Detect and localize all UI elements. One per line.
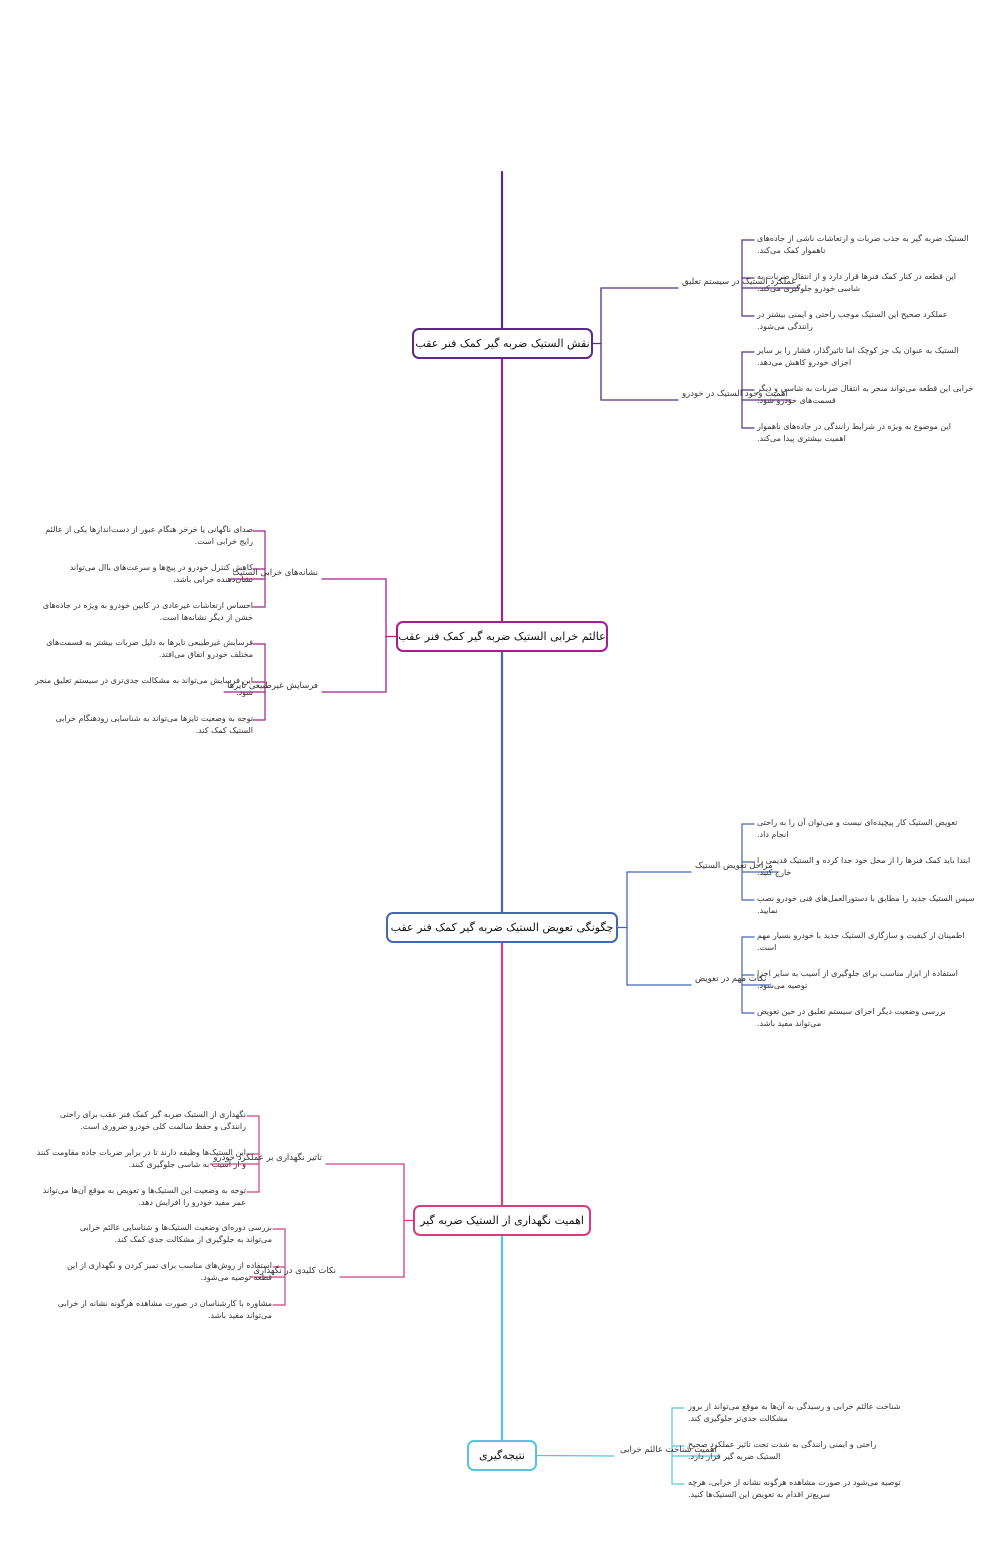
leaf-note: احساس ارتعاشات غیرعادی در کابین خودرو به… xyxy=(43,600,253,624)
leaf-line: سپس الستیک جدید را مطابق با دستورالعمل‌ه… xyxy=(757,894,975,903)
main-topic-node[interactable]: عالئم خرابی الستیک ضربه گیر کمک فنر عقب xyxy=(396,621,608,652)
leaf-line: شود. xyxy=(236,688,253,697)
leaf-note: فرسایش غیرطبیعی تایرها به دلیل ضربات بیش… xyxy=(46,637,253,661)
leaf-line: الستیک ضربه گیر به جذب ضربات و ارتعاشات … xyxy=(757,234,969,243)
leaf-note: ابتدا باید کمک فنرها را از محل خود جدا ک… xyxy=(757,855,970,879)
leaf-line: صدای ناگهانی یا خرخر هنگام عبور از دست‌ا… xyxy=(45,525,253,534)
leaf-line: بررسی دوره‌ای وضعیت الستیک‌ها و شناسایی … xyxy=(79,1223,272,1232)
leaf-note: صدای ناگهانی یا خرخر هنگام عبور از دست‌ا… xyxy=(45,524,253,548)
leaf-line: توصیه می‌شود. xyxy=(757,981,808,990)
leaf-note: بررسی وضعیت دیگر اجزای سیستم تعلیق در حی… xyxy=(757,1006,946,1030)
leaf-line: الستیک کمک کند. xyxy=(195,726,253,735)
leaf-line: احساس ارتعاشات غیرعادی در کابین خودرو به… xyxy=(42,601,253,610)
leaf-line: این موضوع به ویژه در شرایط رانندگی در جا… xyxy=(757,422,951,431)
leaf-line: الستیک به عنوان یک جز کوچک اما تاثیرگذار… xyxy=(757,346,959,355)
leaf-line: شاسی خودرو جلوگیری می‌کند. xyxy=(757,284,861,293)
main-topic-node[interactable]: نقش الستیک ضربه گیر کمک فنر عقب xyxy=(412,328,593,359)
leaf-note: این قطعه در کنار کمک فنرها قرار دارد و ا… xyxy=(757,271,956,295)
leaf-line: نمایید. xyxy=(757,906,778,915)
subtopic-label[interactable]: نشانه‌های خرابی الستیک xyxy=(232,568,318,578)
leaf-line: اهمیت بیشتری پیدا می‌کند. xyxy=(757,434,846,443)
leaf-note: توجه به وضعیت این الستیک‌ها و تعویض به م… xyxy=(43,1185,246,1209)
leaf-note: الستیک ضربه گیر به جذب ضربات و ارتعاشات … xyxy=(757,233,969,257)
leaf-line: رانندگی می‌شود. xyxy=(757,322,813,331)
leaf-line: عملکرد صحیح این الستیک موجب راحتی و ایمن… xyxy=(757,310,948,319)
subtopic-label[interactable]: نکات کلیدی در نگهداری xyxy=(253,1266,336,1276)
leaf-line: است. xyxy=(757,943,777,952)
leaf-line: اجزای خودرو کاهش می‌دهد. xyxy=(757,358,852,367)
leaf-line: نشان‌دهنده خرابی باشد. xyxy=(173,575,253,584)
leaf-note: توصیه می‌شود در صورت مشاهده هرگونه نشانه… xyxy=(688,1477,901,1501)
main-topic-node[interactable]: نتیجه‌گیری xyxy=(467,1440,537,1471)
main-topic-node[interactable]: اهمیت نگهداری از الستیک ضربه گیر xyxy=(413,1205,591,1236)
leaf-note: تعویض الستیک کار پیچیده‌ای نیست و می‌توا… xyxy=(757,817,957,841)
leaf-line: توجه به وضعیت این الستیک‌ها و تعویض به م… xyxy=(42,1186,246,1195)
leaf-line: قطعه توصیه می‌شود. xyxy=(200,1273,272,1282)
subtopic-label[interactable]: تاثیر نگهداری بر عملکرد خودرو xyxy=(213,1153,322,1163)
leaf-line: و از آسیب به شاسی جلوگیری کنند. xyxy=(128,1160,246,1169)
leaf-note: این موضوع به ویژه در شرایط رانندگی در جا… xyxy=(757,421,951,445)
leaf-note: اطمینان از کیفیت و سازگاری الستیک جدید ب… xyxy=(757,930,964,954)
leaf-line: این الستیک‌ها وظیفه دارند تا در برابر ضر… xyxy=(36,1148,246,1157)
subtopic-label[interactable]: عملکرد الستیک در سیستم تعلیق xyxy=(682,277,797,287)
leaf-note: سپس الستیک جدید را مطابق با دستورالعمل‌ه… xyxy=(757,893,975,917)
subtopic-label[interactable]: اهمیت وجود الستیک در خودرو xyxy=(682,389,788,399)
leaf-note: عملکرد صحیح این الستیک موجب راحتی و ایمن… xyxy=(757,309,948,333)
leaf-line: ناهموار کمک می‌کند. xyxy=(757,246,826,255)
subtopic-label[interactable]: نکات مهم در تعویض xyxy=(695,974,767,984)
leaf-note: استفاده از ابزار مناسب برای جلوگیری از آ… xyxy=(757,968,958,992)
leaf-note: این فرسایش می‌تواند به مشکالت جدی‌تری در… xyxy=(35,675,253,699)
leaf-line: مختلف خودرو اتفاق می‌افتد. xyxy=(158,650,253,659)
leaf-line: می‌تواند به جلوگیری از مشکالت جدی کمک کن… xyxy=(114,1235,272,1244)
leaf-line: رایج خرابی است. xyxy=(194,537,253,546)
leaf-line: سریع‌تر اقدام به تعویض این الستیک‌ها کنی… xyxy=(688,1490,831,1499)
main-topic-node[interactable]: چگونگی تعویض الستیک ضربه گیر کمک فنر عقب xyxy=(386,912,618,943)
subtopic-label[interactable]: مراحل تعویض الستیک xyxy=(695,861,773,871)
leaf-line: توصیه می‌شود در صورت مشاهده هرگونه نشانه… xyxy=(688,1478,901,1487)
leaf-line: مشکالت جدی‌تر جلوگیری کند. xyxy=(688,1414,788,1423)
leaf-note: مشاوره با کارشناسان در صورت مشاهده هرگون… xyxy=(58,1298,272,1322)
leaf-line: توجه به وضعیت تایرها می‌تواند به شناسایی… xyxy=(55,714,253,723)
leaf-line: عمر مفید خودرو را افزایش دهد. xyxy=(138,1198,246,1207)
leaf-line: تعویض الستیک کار پیچیده‌ای نیست و می‌توا… xyxy=(757,818,958,827)
leaf-line: ابتدا باید کمک فنرها را از محل خود جدا ک… xyxy=(757,856,971,865)
leaf-line: شناخت عالئم خرابی و رسیدگی به آن‌ها به م… xyxy=(688,1402,901,1411)
subtopic-label[interactable]: اهمیت شناخت عالئم خرابی xyxy=(620,1445,717,1455)
leaf-line: مشاوره با کارشناسان در صورت مشاهده هرگون… xyxy=(57,1299,272,1308)
leaf-line: خشن از دیگر نشانه‌ها است. xyxy=(159,613,253,622)
leaf-line: می‌تواند مفید باشد. xyxy=(757,1019,822,1028)
leaf-line: اطمینان از کیفیت و سازگاری الستیک جدید ب… xyxy=(757,931,965,940)
leaf-line: رانندگی و حفظ سالمت کلی خودرو ضروری است. xyxy=(80,1122,246,1131)
leaf-note: استفاده از روش‌های مناسب برای تمیز کردن … xyxy=(67,1260,272,1284)
leaf-line: فرسایش غیرطبیعی تایرها به دلیل ضربات بیش… xyxy=(46,638,253,647)
leaf-note: شناخت عالئم خرابی و رسیدگی به آن‌ها به م… xyxy=(688,1401,900,1425)
leaf-line: این فرسایش می‌تواند به مشکالت جدی‌تری در… xyxy=(34,676,253,685)
leaf-note: بررسی دوره‌ای وضعیت الستیک‌ها و شناسایی … xyxy=(80,1222,272,1246)
leaf-line: خارج کنید. xyxy=(757,868,792,877)
leaf-line: قسمت‌های خودرو شود. xyxy=(757,396,836,405)
leaf-note: کاهش کنترل خودرو در پیچ‌ها و سرعت‌های با… xyxy=(70,562,253,586)
leaf-note: خرابی این قطعه می‌تواند منجر به انتقال ض… xyxy=(757,383,973,407)
leaf-line: این قطعه در کنار کمک فنرها قرار دارد و ا… xyxy=(757,272,957,281)
leaf-note: این الستیک‌ها وظیفه دارند تا در برابر ضر… xyxy=(37,1147,246,1171)
leaf-note: توجه به وضعیت تایرها می‌تواند به شناسایی… xyxy=(56,713,253,737)
leaf-line: کاهش کنترل خودرو در پیچ‌ها و سرعت‌های با… xyxy=(69,563,253,572)
leaf-line: استفاده از ابزار مناسب برای جلوگیری از آ… xyxy=(757,969,958,978)
subtopic-label[interactable]: فرسایش غیرطبیعی تایرها xyxy=(227,681,318,691)
leaf-line: خرابی این قطعه می‌تواند منجر به انتقال ض… xyxy=(757,384,974,393)
leaf-line: استفاده از روش‌های مناسب برای تمیز کردن … xyxy=(66,1261,272,1270)
leaf-note: الستیک به عنوان یک جز کوچک اما تاثیرگذار… xyxy=(757,345,959,369)
leaf-line: راحتی و ایمنی رانندگی به شدت تحت تاثیر ع… xyxy=(688,1440,877,1449)
leaf-line: الستیک ضربه گیر قرار دارد. xyxy=(688,1452,781,1461)
leaf-note: نگهداری از الستیک ضربه گیر کمک فنر عقب ب… xyxy=(60,1109,246,1133)
leaf-note: راحتی و ایمنی رانندگی به شدت تحت تاثیر ع… xyxy=(688,1439,876,1463)
node-connector xyxy=(536,1454,615,1457)
leaf-line: می‌تواند مفید باشد. xyxy=(207,1311,272,1320)
leaf-line: بررسی وضعیت دیگر اجزای سیستم تعلیق در حی… xyxy=(757,1007,946,1016)
leaf-line: نگهداری از الستیک ضربه گیر کمک فنر عقب ب… xyxy=(59,1110,246,1119)
leaf-line: انجام داد. xyxy=(757,830,789,839)
